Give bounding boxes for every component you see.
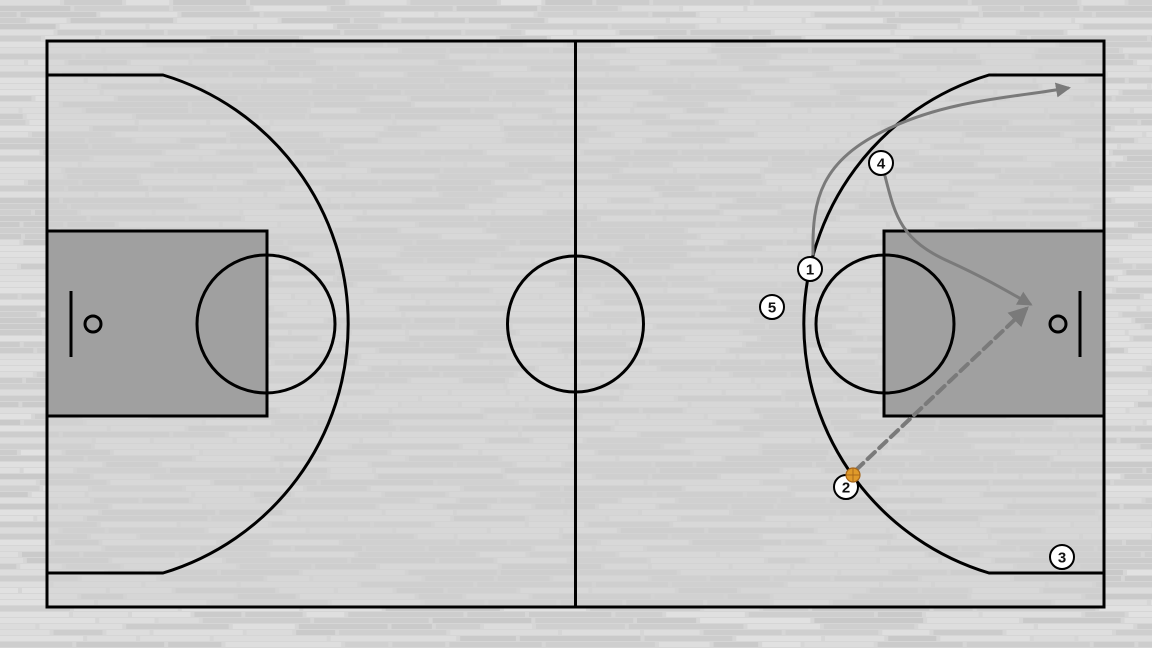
cut-path-player-4 <box>883 174 1033 306</box>
player-marker <box>759 294 785 320</box>
left-hoop <box>83 314 103 334</box>
right-paint <box>882 229 1106 418</box>
player-label: 4 <box>877 156 886 173</box>
pass-path <box>854 306 1029 472</box>
right-hoop <box>1048 314 1068 334</box>
player-3[interactable]: 3 <box>1049 544 1075 570</box>
player-label: 1 <box>806 262 814 279</box>
court-lines <box>45 39 1106 609</box>
player-1[interactable]: 1 <box>797 256 823 282</box>
player-label: 3 <box>1058 550 1066 567</box>
cut-path-player-1 <box>811 82 1071 256</box>
player-label: 2 <box>842 480 850 497</box>
center-circle <box>506 254 645 394</box>
player-5[interactable]: 5 <box>759 294 785 320</box>
player-label: 5 <box>768 300 776 317</box>
left-free-throw-circle <box>195 253 337 395</box>
play-paths <box>811 82 1071 472</box>
basketball-icon <box>845 467 861 483</box>
right-free-throw-circle <box>814 253 956 395</box>
player-4[interactable]: 4 <box>868 150 894 176</box>
player-marker <box>1049 544 1075 570</box>
left-three-point-line <box>47 73 350 575</box>
player-marker <box>797 256 823 282</box>
left-paint <box>45 229 269 418</box>
player-marker <box>868 150 894 176</box>
right-three-point-line <box>802 73 1104 575</box>
